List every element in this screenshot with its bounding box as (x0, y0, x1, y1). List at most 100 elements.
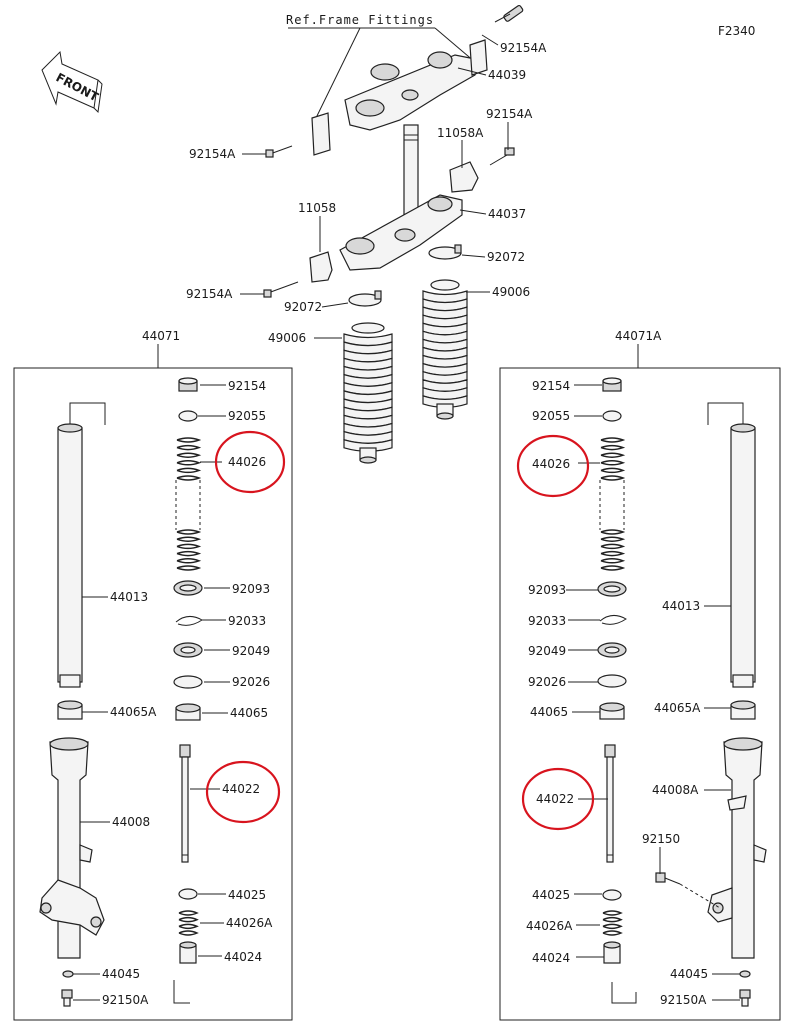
right-fork-assembly-frame (499, 367, 781, 1021)
left-part-label-44065: 44065 (230, 706, 268, 720)
cylinder-44022 (179, 744, 191, 863)
spring-44026-r-bottom (600, 529, 626, 571)
left-part-label-44022: 44022 (222, 782, 260, 796)
label-92072-left: 92072 (284, 300, 322, 314)
right-part-label-92055: 92055 (532, 409, 570, 423)
right-part-label-44024: 44024 (532, 951, 570, 965)
right-part-label-92154: 92154 (532, 379, 570, 393)
left-part-label-92154: 92154 (228, 379, 266, 393)
highlight-circle-left-44026 (214, 430, 286, 494)
spring-44026A (178, 910, 199, 936)
label-11058A: 11058A (437, 126, 484, 140)
bushing-44065-r (599, 702, 625, 720)
label-92154A-right: 92154A (486, 107, 533, 121)
label-92072-right: 92072 (487, 250, 525, 264)
cap-bolt-92154 (178, 377, 198, 392)
ref-leader-right (434, 27, 476, 63)
left-part-label-44045: 44045 (102, 967, 140, 981)
outer-tube (57, 402, 106, 688)
circlip-92033 (175, 616, 203, 626)
bracket-11058A (449, 161, 479, 193)
label-49006-right: 49006 (492, 285, 530, 299)
spring-44026A-r (602, 910, 623, 936)
label-44071A: 44071A (615, 329, 662, 343)
left-part-label-44008: 44008 (112, 815, 150, 829)
left-part-label-44065A: 44065A (110, 705, 157, 719)
left-part-label-44013: 44013 (110, 590, 148, 604)
right-part-label-44065: 44065 (530, 705, 568, 719)
piece-44024 (173, 941, 197, 1004)
washer-44045 (62, 970, 74, 978)
hose-clamp-right (428, 244, 462, 260)
right-part-label-92026: 92026 (528, 675, 566, 689)
cylinder-44022-r (604, 744, 616, 863)
bolt-92154A-right (489, 147, 515, 166)
right-part-label-44008A: 44008A (652, 783, 699, 797)
left-part-label-92033: 92033 (228, 614, 266, 628)
bushing-44065A-r (730, 700, 756, 720)
bushing-44065A (57, 700, 83, 720)
right-part-label-44013: 44013 (662, 599, 700, 613)
front-arrow-icon: FRONT (41, 50, 103, 114)
highlight-circle-right-44022 (521, 767, 595, 831)
oil-seal-92093 (173, 580, 203, 596)
highlight-circles (205, 430, 595, 831)
bolt-92150A (61, 989, 73, 1007)
fork-bottom-case-r (707, 737, 767, 959)
ref-leader-left (314, 27, 361, 121)
hose-clamp-left (348, 290, 382, 307)
left-part-label-92150A: 92150A (102, 993, 149, 1007)
washer-44045-r (739, 970, 751, 978)
highlight-circle-right-44026 (516, 434, 590, 498)
right-part-label-92150A: 92150A (660, 993, 707, 1007)
fork-bottom-case (39, 737, 105, 959)
seal-92049 (173, 642, 203, 658)
left-fork-parts (39, 377, 203, 1007)
label-49006-left: 49006 (268, 331, 306, 345)
label-44039: 44039 (488, 68, 526, 82)
right-part-label-44045: 44045 (670, 967, 708, 981)
left-part-label-92055: 92055 (228, 409, 266, 423)
cap-bolt-92154-r (602, 377, 622, 392)
bracket-11058 (309, 251, 333, 283)
o-ring-92055 (178, 410, 198, 422)
left-part-label-92093: 92093 (232, 582, 270, 596)
outer-tube-r (707, 402, 756, 688)
bolt-92154A-top (494, 4, 524, 23)
right-part-label-92093: 92093 (528, 583, 566, 597)
washer-92026 (173, 675, 203, 689)
bolt-92154A-left2 (263, 281, 299, 298)
label-44037: 44037 (488, 207, 526, 221)
piston-ring-44025 (178, 888, 198, 900)
bolt-92154A-left (265, 145, 293, 158)
front-label: FRONT (54, 70, 102, 104)
piece-44024-r (603, 941, 637, 1004)
left-part-label-44026A: 44026A (226, 916, 273, 930)
right-fork-labels: 9215492055440269209392033920499202644065… (526, 379, 740, 1007)
left-fork-assembly-frame (13, 367, 293, 1021)
ref-frame-fittings-label: Ref.Frame Fittings (286, 13, 434, 27)
o-ring-92055-r (602, 410, 622, 422)
bushing-44065 (175, 703, 201, 721)
circlip-92033-r (599, 615, 627, 625)
highlight-circle-left-44022 (205, 760, 281, 824)
piston-ring-44025-r (602, 889, 622, 901)
right-fork-parts (597, 377, 767, 1007)
lower-triple-clamp (339, 194, 463, 271)
right-part-label-92049: 92049 (528, 644, 566, 658)
right-part-label-44022: 44022 (536, 792, 574, 806)
left-part-label-44026: 44026 (228, 455, 266, 469)
left-fork-labels: 92154 92055 44026 92093 92033 92049 92026 44065… (73, 379, 273, 1007)
spring-44026-r (600, 437, 626, 481)
spring-44026-bottom (176, 529, 202, 571)
left-part-label-92026: 92026 (232, 675, 270, 689)
spring-44026 (176, 437, 202, 481)
left-part-label-44024: 44024 (224, 950, 262, 964)
left-part-label-92049: 92049 (232, 644, 270, 658)
bolt-92150A-r (739, 989, 751, 1007)
left-part-label-44025: 44025 (228, 888, 266, 902)
seal-92049-r (597, 642, 627, 658)
label-92154A-left2: 92154A (186, 287, 233, 301)
right-part-label-44065A: 44065A (654, 701, 701, 715)
